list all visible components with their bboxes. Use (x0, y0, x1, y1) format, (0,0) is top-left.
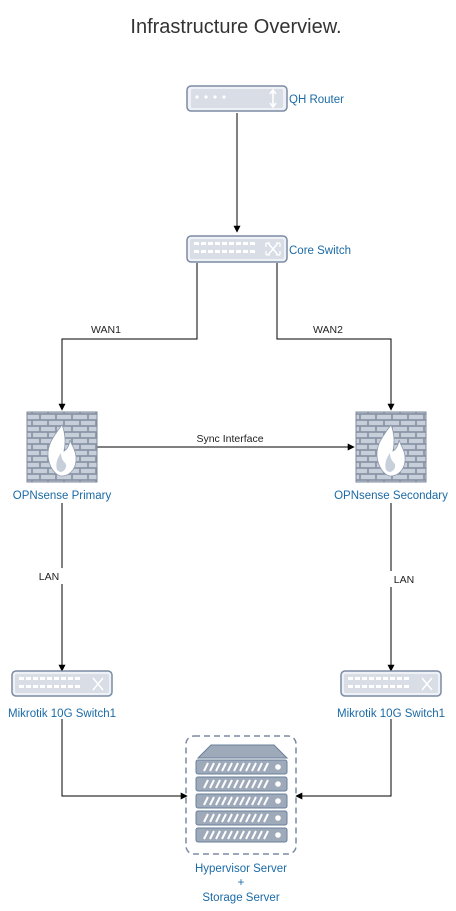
switch-icon (186, 235, 288, 263)
opnsense-primary-label: OPNsense Primary (13, 490, 112, 502)
opnsense-primary-node[interactable]: OPNsense Primary (13, 411, 112, 502)
server-label-line3: Storage Server (202, 892, 280, 904)
server-node[interactable]: Hypervisor Server + Storage Server (185, 735, 297, 904)
firewall-icon (355, 411, 427, 483)
mikrotik-right-node[interactable]: Mikrotik 10G Switch1 (337, 670, 445, 720)
mikrotik-left-node[interactable]: Mikrotik 10G Switch1 (8, 670, 116, 720)
switch-icon (11, 670, 113, 697)
edge-wan2 (276, 263, 395, 411)
core-switch-label: Core Switch (289, 245, 351, 257)
core-switch-node[interactable]: Core Switch (186, 235, 351, 263)
router-label: QH Router (289, 94, 344, 106)
diagram-title: Infrastructure Overview. (130, 16, 341, 38)
opnsense-secondary-node[interactable]: OPNsense Secondary (334, 411, 448, 502)
server-label-line1: Hypervisor Server (195, 863, 287, 875)
mikrotik-right-label: Mikrotik 10G Switch1 (337, 708, 445, 720)
router-node[interactable]: QH Router (186, 85, 344, 112)
edge-wan1 (58, 263, 198, 411)
mikrotik-left-label: Mikrotik 10G Switch1 (8, 708, 116, 720)
edge-mikrotik-right-server (295, 719, 392, 800)
opnsense-secondary-label: OPNsense Secondary (334, 490, 448, 502)
switch-icon (340, 670, 442, 697)
edge-mikrotik-left-server (61, 719, 188, 800)
router-icon (186, 85, 288, 112)
edge-label-lan-right: LAN (394, 574, 414, 586)
edge-label-sync: Sync Interface (196, 433, 263, 445)
edge-label-wan1: WAN1 (91, 324, 121, 336)
server-rack-icon (195, 744, 289, 843)
edge-label-lan-left: LAN (39, 571, 59, 583)
server-label-line2: + (238, 877, 245, 889)
edge-label-wan2: WAN2 (313, 324, 343, 336)
firewall-icon (26, 411, 98, 483)
